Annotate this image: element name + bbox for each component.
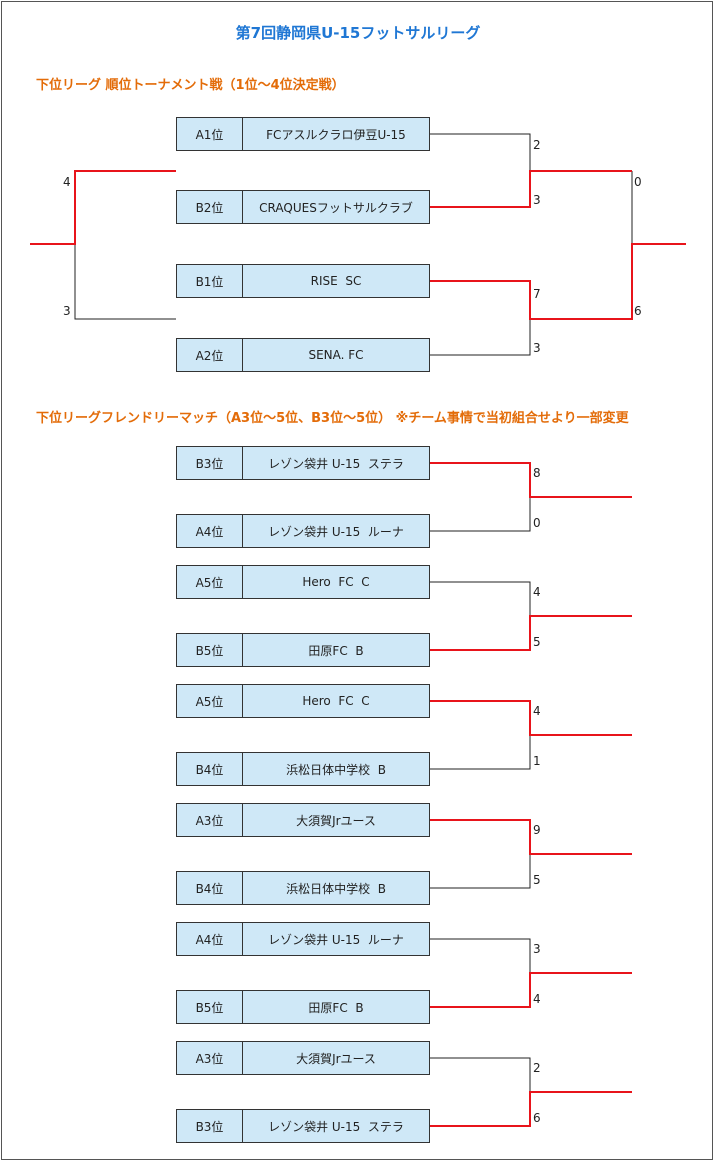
tournament-slot: A1位 FCアスルクラロ伊豆U-15 (176, 117, 430, 151)
match-score: 4 (533, 585, 541, 599)
seed-label: B2位 (177, 191, 243, 223)
match-score: 3 (533, 942, 541, 956)
semi-score: 7 (533, 287, 541, 301)
friendly-slot: B5位 田原FC B (176, 990, 430, 1024)
winner-line (430, 1091, 632, 1127)
bracket-line (430, 938, 531, 973)
team-name: 大須賀Jrユース (296, 1051, 376, 1066)
seed-label: B1位 (177, 265, 243, 297)
seed-label: A4位 (177, 515, 243, 547)
friendly-slot: B5位 田原FC B (176, 633, 430, 667)
tournament-slot: B2位 CRAQUESフットサルクラブ (176, 190, 430, 224)
final-score: 0 (634, 175, 642, 189)
team-name: CRAQUESフットサルクラブ (259, 200, 413, 215)
semi-score: 3 (533, 341, 541, 355)
friendly-slot: A3位 大須賀Jrユース (176, 803, 430, 837)
final-score: 6 (634, 304, 642, 318)
tournament-slot: B1位 RISE SC (176, 264, 430, 298)
friendly-slot: B4位 浜松日体中学校 B (176, 871, 430, 905)
team-name: RISE SC (310, 274, 362, 288)
team-name: 浜松日体中学校 B (286, 881, 386, 896)
seed-label: B3位 (177, 1110, 243, 1142)
match-score: 8 (533, 466, 541, 480)
team-name: 浜松日体中学校 B (286, 762, 386, 777)
friendly-slot: A4位 レゾン袋井 U-15 ルーナ (176, 514, 430, 548)
friendly-slot: A5位 Hero FC C (176, 684, 430, 718)
match-score: 1 (533, 754, 541, 768)
team-name: SENA. FC (308, 348, 364, 362)
seed-label: B4位 (177, 872, 243, 904)
winner-line (430, 700, 632, 736)
friendly-slot: B3位 レゾン袋井 U-15 ステラ (176, 1109, 430, 1143)
team-name: レゾン袋井 U-15 ルーナ (268, 932, 404, 947)
match-score: 2 (533, 1061, 541, 1075)
seed-label: B3位 (177, 447, 243, 479)
tournament-slot: A2位 SENA. FC (176, 338, 430, 372)
seed-label: A4位 (177, 923, 243, 955)
seed-label: A5位 (177, 685, 243, 717)
match-score: 4 (533, 704, 541, 718)
seed-label: A5位 (177, 566, 243, 598)
third-place-score: 3 (63, 304, 71, 318)
match-score: 5 (533, 873, 541, 887)
bracket-line (430, 1057, 531, 1092)
match-score: 5 (533, 635, 541, 649)
tournament-heading: 下位リーグ 順位トーナメント戦（1位〜4位決定戦） (36, 78, 345, 93)
seed-label: B5位 (177, 991, 243, 1023)
seed-label: B5位 (177, 634, 243, 666)
friendly-slot: B3位 レゾン袋井 U-15 ステラ (176, 446, 430, 480)
match-score: 9 (533, 823, 541, 837)
bracket-line (430, 133, 531, 171)
winner-line (430, 819, 632, 855)
team-name: レゾン袋井 U-15 ステラ (268, 456, 404, 471)
bracket-line (430, 735, 531, 770)
winner-line (430, 170, 632, 208)
seed-label: A3位 (177, 1042, 243, 1074)
match-score: 4 (533, 992, 541, 1006)
team-name: 田原FC B (308, 643, 364, 658)
team-name: Hero FC C (302, 694, 370, 708)
bracket-line (430, 581, 531, 616)
match-score: 0 (533, 516, 541, 530)
friendly-slot: A4位 レゾン袋井 U-15 ルーナ (176, 922, 430, 956)
semi-score: 3 (533, 193, 541, 207)
page-title: 第7回静岡県U-15フットサルリーグ (235, 24, 481, 42)
third-place-score: 4 (63, 175, 71, 189)
team-name: 大須賀Jrユース (296, 813, 376, 828)
seed-label: A1位 (177, 118, 243, 150)
bracket-line (430, 497, 531, 532)
friendly-heading: 下位リーグフレンドリーマッチ（A3位〜5位、B3位〜5位） ※チーム事情で当初組… (36, 411, 629, 426)
bracket-line (430, 319, 531, 356)
team-name: FCアスルクラロ伊豆U-15 (266, 127, 406, 142)
winner-line (430, 615, 632, 651)
winner-line (430, 243, 686, 320)
friendly-slot: A5位 Hero FC C (176, 565, 430, 599)
team-name: レゾン袋井 U-15 ルーナ (268, 524, 404, 539)
winner-line (30, 170, 176, 245)
match-score: 6 (533, 1111, 541, 1125)
bracket-line (430, 854, 531, 889)
winner-line (430, 972, 632, 1008)
seed-label: A2位 (177, 339, 243, 371)
seed-label: A3位 (177, 804, 243, 836)
seed-label: B4位 (177, 753, 243, 785)
team-name: Hero FC C (302, 575, 370, 589)
team-name: レゾン袋井 U-15 ステラ (268, 1119, 404, 1134)
bracket-line (74, 244, 176, 320)
friendly-slot: A3位 大須賀Jrユース (176, 1041, 430, 1075)
semi-score: 2 (533, 138, 541, 152)
friendly-slot: B4位 浜松日体中学校 B (176, 752, 430, 786)
winner-line (430, 462, 632, 498)
team-name: 田原FC B (308, 1000, 364, 1015)
